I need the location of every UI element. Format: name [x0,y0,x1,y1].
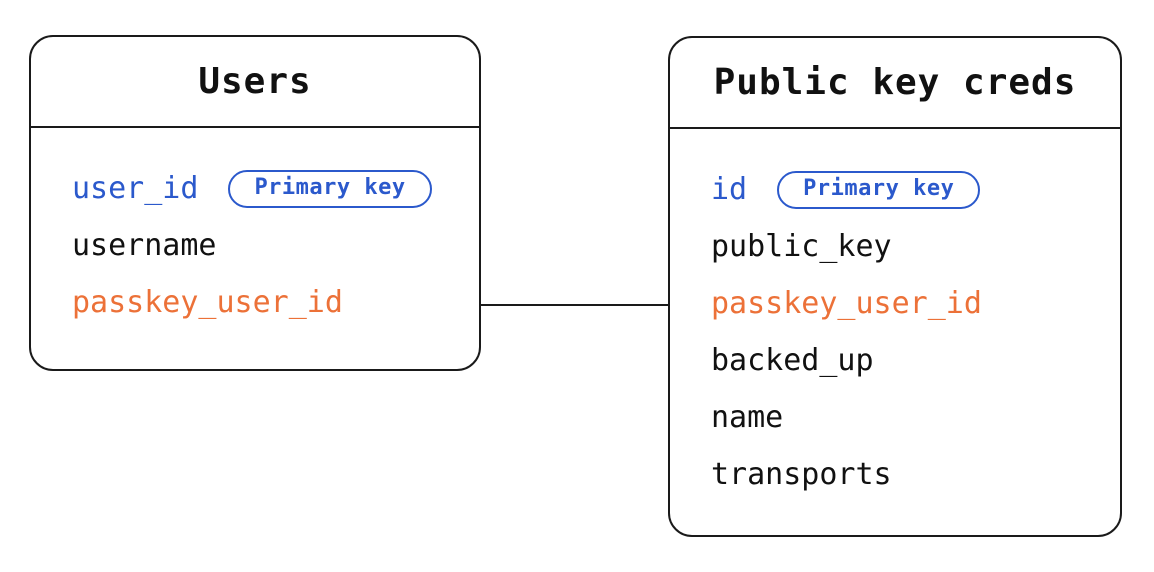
field-row-public-key: public_key [711,218,1120,275]
table-public-key-creds-body: id Primary key public_key passkey_user_i… [670,129,1120,503]
field-name: passkey_user_id [711,286,982,321]
relationship-line [480,304,669,306]
table-title: Public key creds [713,62,1077,103]
table-users-header: Users [31,37,479,128]
field-name: username [72,228,217,263]
primary-key-badge: Primary key [777,170,981,209]
table-public-key-creds-header: Public key creds [670,38,1120,129]
field-name: backed_up [711,343,874,378]
primary-key-badge: Primary key [228,169,432,208]
field-row-transports: transports [711,446,1120,503]
field-name: public_key [711,229,892,264]
field-name: user_id [72,171,199,206]
field-name: transports [711,457,892,492]
field-row-passkey-user-id: passkey_user_id [711,275,1120,332]
field-name: name [711,400,784,435]
field-row-name: name [711,389,1120,446]
field-row-username: username [72,217,479,274]
field-row-id: id Primary key [711,161,1120,218]
table-title: Users [198,61,312,102]
field-row-user-id: user_id Primary key [72,160,479,217]
field-name: passkey_user_id [72,285,343,320]
table-users: Users user_id Primary key username passk… [29,35,481,371]
field-name: id [711,172,748,207]
field-row-passkey-user-id: passkey_user_id [72,274,479,331]
table-users-body: user_id Primary key username passkey_use… [31,128,479,331]
table-public-key-creds: Public key creds id Primary key public_k… [668,36,1122,537]
field-row-backed-up: backed_up [711,332,1120,389]
